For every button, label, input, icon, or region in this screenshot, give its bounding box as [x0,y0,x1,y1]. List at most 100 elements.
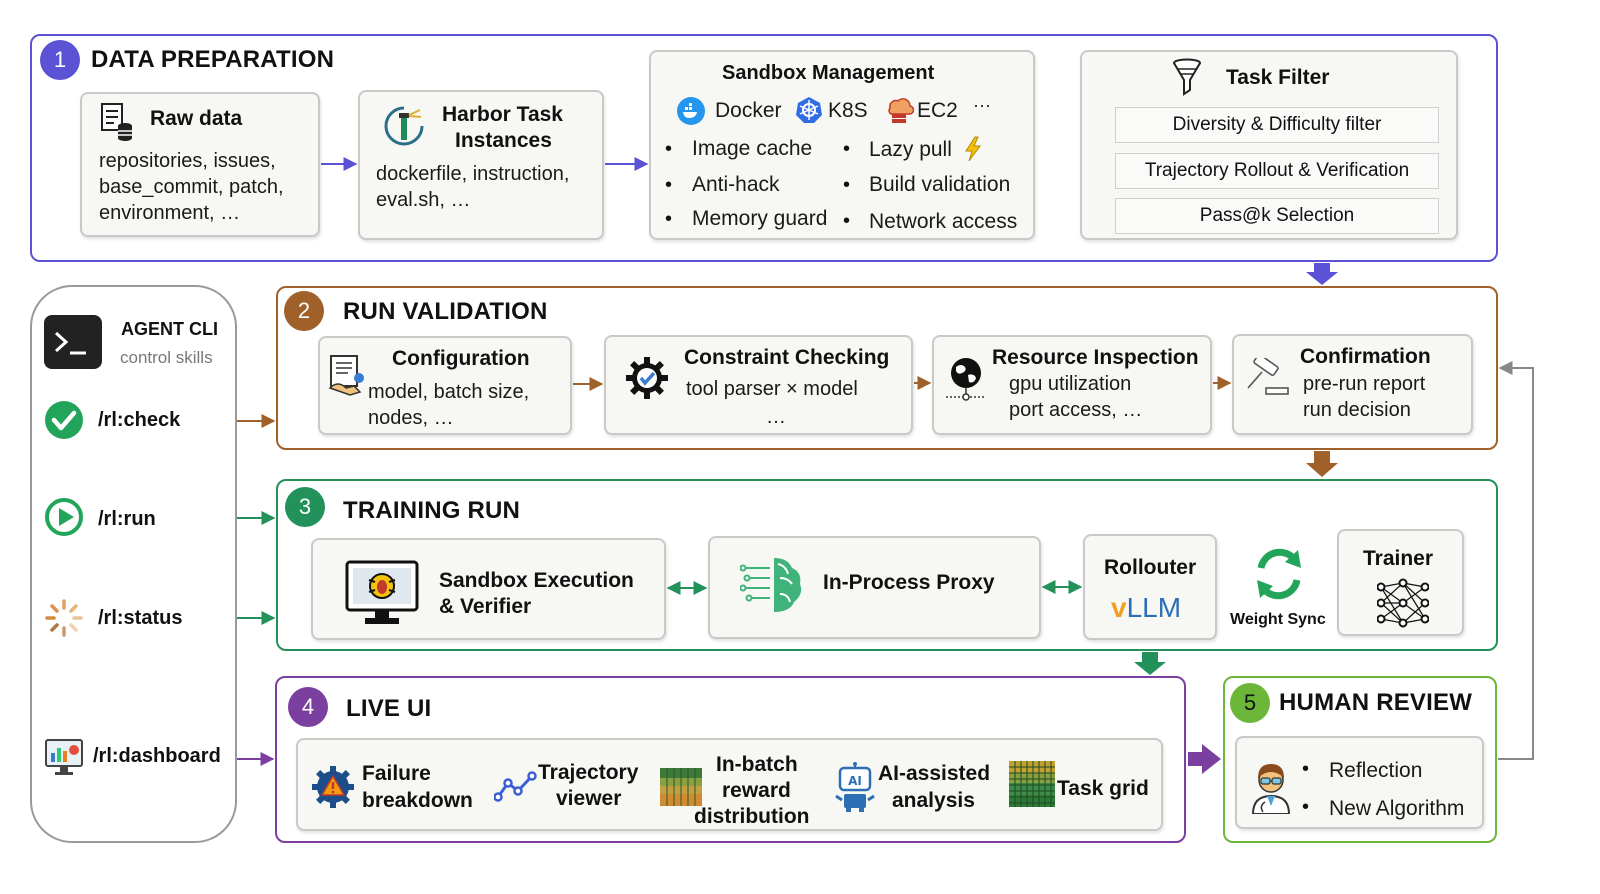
ai-robot-icon[interactable]: AI [832,762,878,817]
configuration-line-1: model, batch size, [368,381,530,403]
check-icon[interactable] [44,400,84,445]
sandbox-memory-guard: Memory guard [692,207,828,230]
trajectory-line-icon[interactable] [493,771,538,808]
cmd-rl-dashboard[interactable]: /rl:dashboard [93,745,221,767]
play-icon[interactable] [44,497,84,542]
terminal-icon [44,315,102,374]
reward-distribution-icon[interactable] [660,768,702,811]
gear-check-icon [624,355,670,406]
bullet: • [1302,758,1310,780]
provider-ec2: EC2 [917,99,958,122]
failure-breakdown-line-2[interactable]: breakdown [362,789,473,812]
neural-network-icon [1376,577,1430,634]
task-grid-icon[interactable] [1009,761,1055,812]
bullet: • [843,174,851,196]
bullet: • [665,174,673,196]
trajectory-viewer-line-2[interactable]: viewer [556,787,622,810]
stage-5-title: HUMAN REVIEW [1279,689,1473,716]
weight-sync-icon [1251,546,1307,607]
globe-network-icon [944,355,988,408]
confirmation-line-1: pre-run report [1303,373,1426,395]
configuration-line-2: nodes, … [368,407,454,429]
dashboard-monitor-icon[interactable] [44,738,84,781]
reward-distribution-line-2[interactable]: reward [722,779,791,802]
agent-cli-subtitle: control skills [120,348,213,367]
sandbox-exec-line-1: Sandbox Execution [439,569,634,592]
proxy-title: In-Process Proxy [823,571,995,594]
brain-circuit-icon [739,554,804,621]
ai-badge-text: AI [848,774,862,788]
constraint-line-1: tool parser × model [686,378,858,400]
stage-run-validation [276,286,1498,450]
provider-docker: Docker [715,99,782,122]
ai-analysis-line-1[interactable]: AI-assisted [878,762,991,785]
docker-icon [676,96,706,131]
human-review-new-algorithm: New Algorithm [1329,797,1465,820]
stage-2-title: RUN VALIDATION [343,298,548,325]
lighthouse-icon [382,104,426,153]
constraint-line-2: … [766,406,786,428]
resource-line-1: gpu utilization [1009,373,1132,395]
sandbox-image-cache: Image cache [692,137,813,160]
arrow-stage3-to-stage4 [1134,652,1166,675]
raw-data-line-1: repositories, issues, [99,150,276,172]
filter-trajectory-rollout: Trajectory Rollout & Verification [1115,153,1439,189]
harbor-task-card: Harbor Task Instances dockerfile, instru… [358,90,604,240]
reward-distribution-line-1[interactable]: In-batch [716,753,798,776]
ec2-cloud-icon [884,94,915,129]
stage-human-review [1223,676,1497,843]
vllm-text: LLM [1126,592,1182,623]
human-review-card: • Reflection • New Algorithm [1235,736,1484,829]
resource-title: Resource Inspection [992,346,1199,369]
constraint-title: Constraint Checking [684,346,890,369]
reward-distribution-line-3[interactable]: distribution [694,805,810,828]
human-review-reflection: Reflection [1329,759,1423,782]
stage-2-number: 2 [297,298,311,323]
funnel-filter-icon [1170,58,1204,103]
stage-3-title: TRAINING RUN [343,497,521,524]
vllm-v: v [1111,592,1127,623]
raw-data-title: Raw data [150,107,243,130]
stage-3-badge: 3 [285,487,325,527]
bullet: • [1302,796,1310,818]
sandbox-build-validation: Build validation [869,173,1011,196]
cmd-rl-status[interactable]: /rl:status [98,607,183,629]
config-document-icon [328,354,368,401]
trainer-title: Trainer [1363,547,1434,570]
stage-5-badge: 5 [1230,683,1270,723]
failure-warning-gear-icon[interactable] [311,765,355,814]
gavel-icon [1240,354,1290,403]
sandbox-network-access: Network access [869,210,1018,233]
stage-4-number: 4 [301,694,315,719]
cmd-rl-check[interactable]: /rl:check [98,409,181,431]
arrow-stage1-to-stage2 [1306,263,1338,285]
loading-spinner-icon[interactable] [44,598,84,643]
constraint-checking-card: Constraint Checking tool parser × model … [604,335,913,435]
trajectory-viewer-line-1[interactable]: Trajectory [538,761,639,784]
bullet: • [665,208,673,230]
arrow-review-feedback [1498,361,1534,760]
bullet: • [843,138,851,160]
harbor-title-line-1: Harbor Task [442,103,563,126]
stage-data-preparation [30,34,1498,262]
task-grid-label[interactable]: Task grid [1057,777,1149,800]
ai-analysis-line-2[interactable]: analysis [892,789,975,812]
stage-live-ui [275,676,1186,843]
weight-sync-label: Weight Sync [1230,611,1326,628]
sandbox-management-card: Sandbox Management Docker K8S EC2 ··· • … [649,50,1035,240]
bullet: • [843,210,851,232]
scientist-avatar-icon [1245,758,1297,819]
failure-breakdown-line-1[interactable]: Failure [362,762,431,785]
raw-data-line-3: environment, … [99,202,241,224]
bullet: • [665,138,673,160]
stage-4-title: LIVE UI [346,695,432,722]
data-file-icon [100,102,134,147]
provider-k8s: K8S [828,99,868,122]
resource-line-2: port access, … [1009,399,1143,421]
kubernetes-icon [795,96,823,129]
lightning-icon [963,136,983,167]
raw-data-line-2: base_commit, patch, [99,176,284,198]
stage-5-number: 5 [1243,690,1257,715]
arrow-stage4-to-stage5 [1188,744,1221,774]
cmd-rl-run[interactable]: /rl:run [98,508,156,530]
